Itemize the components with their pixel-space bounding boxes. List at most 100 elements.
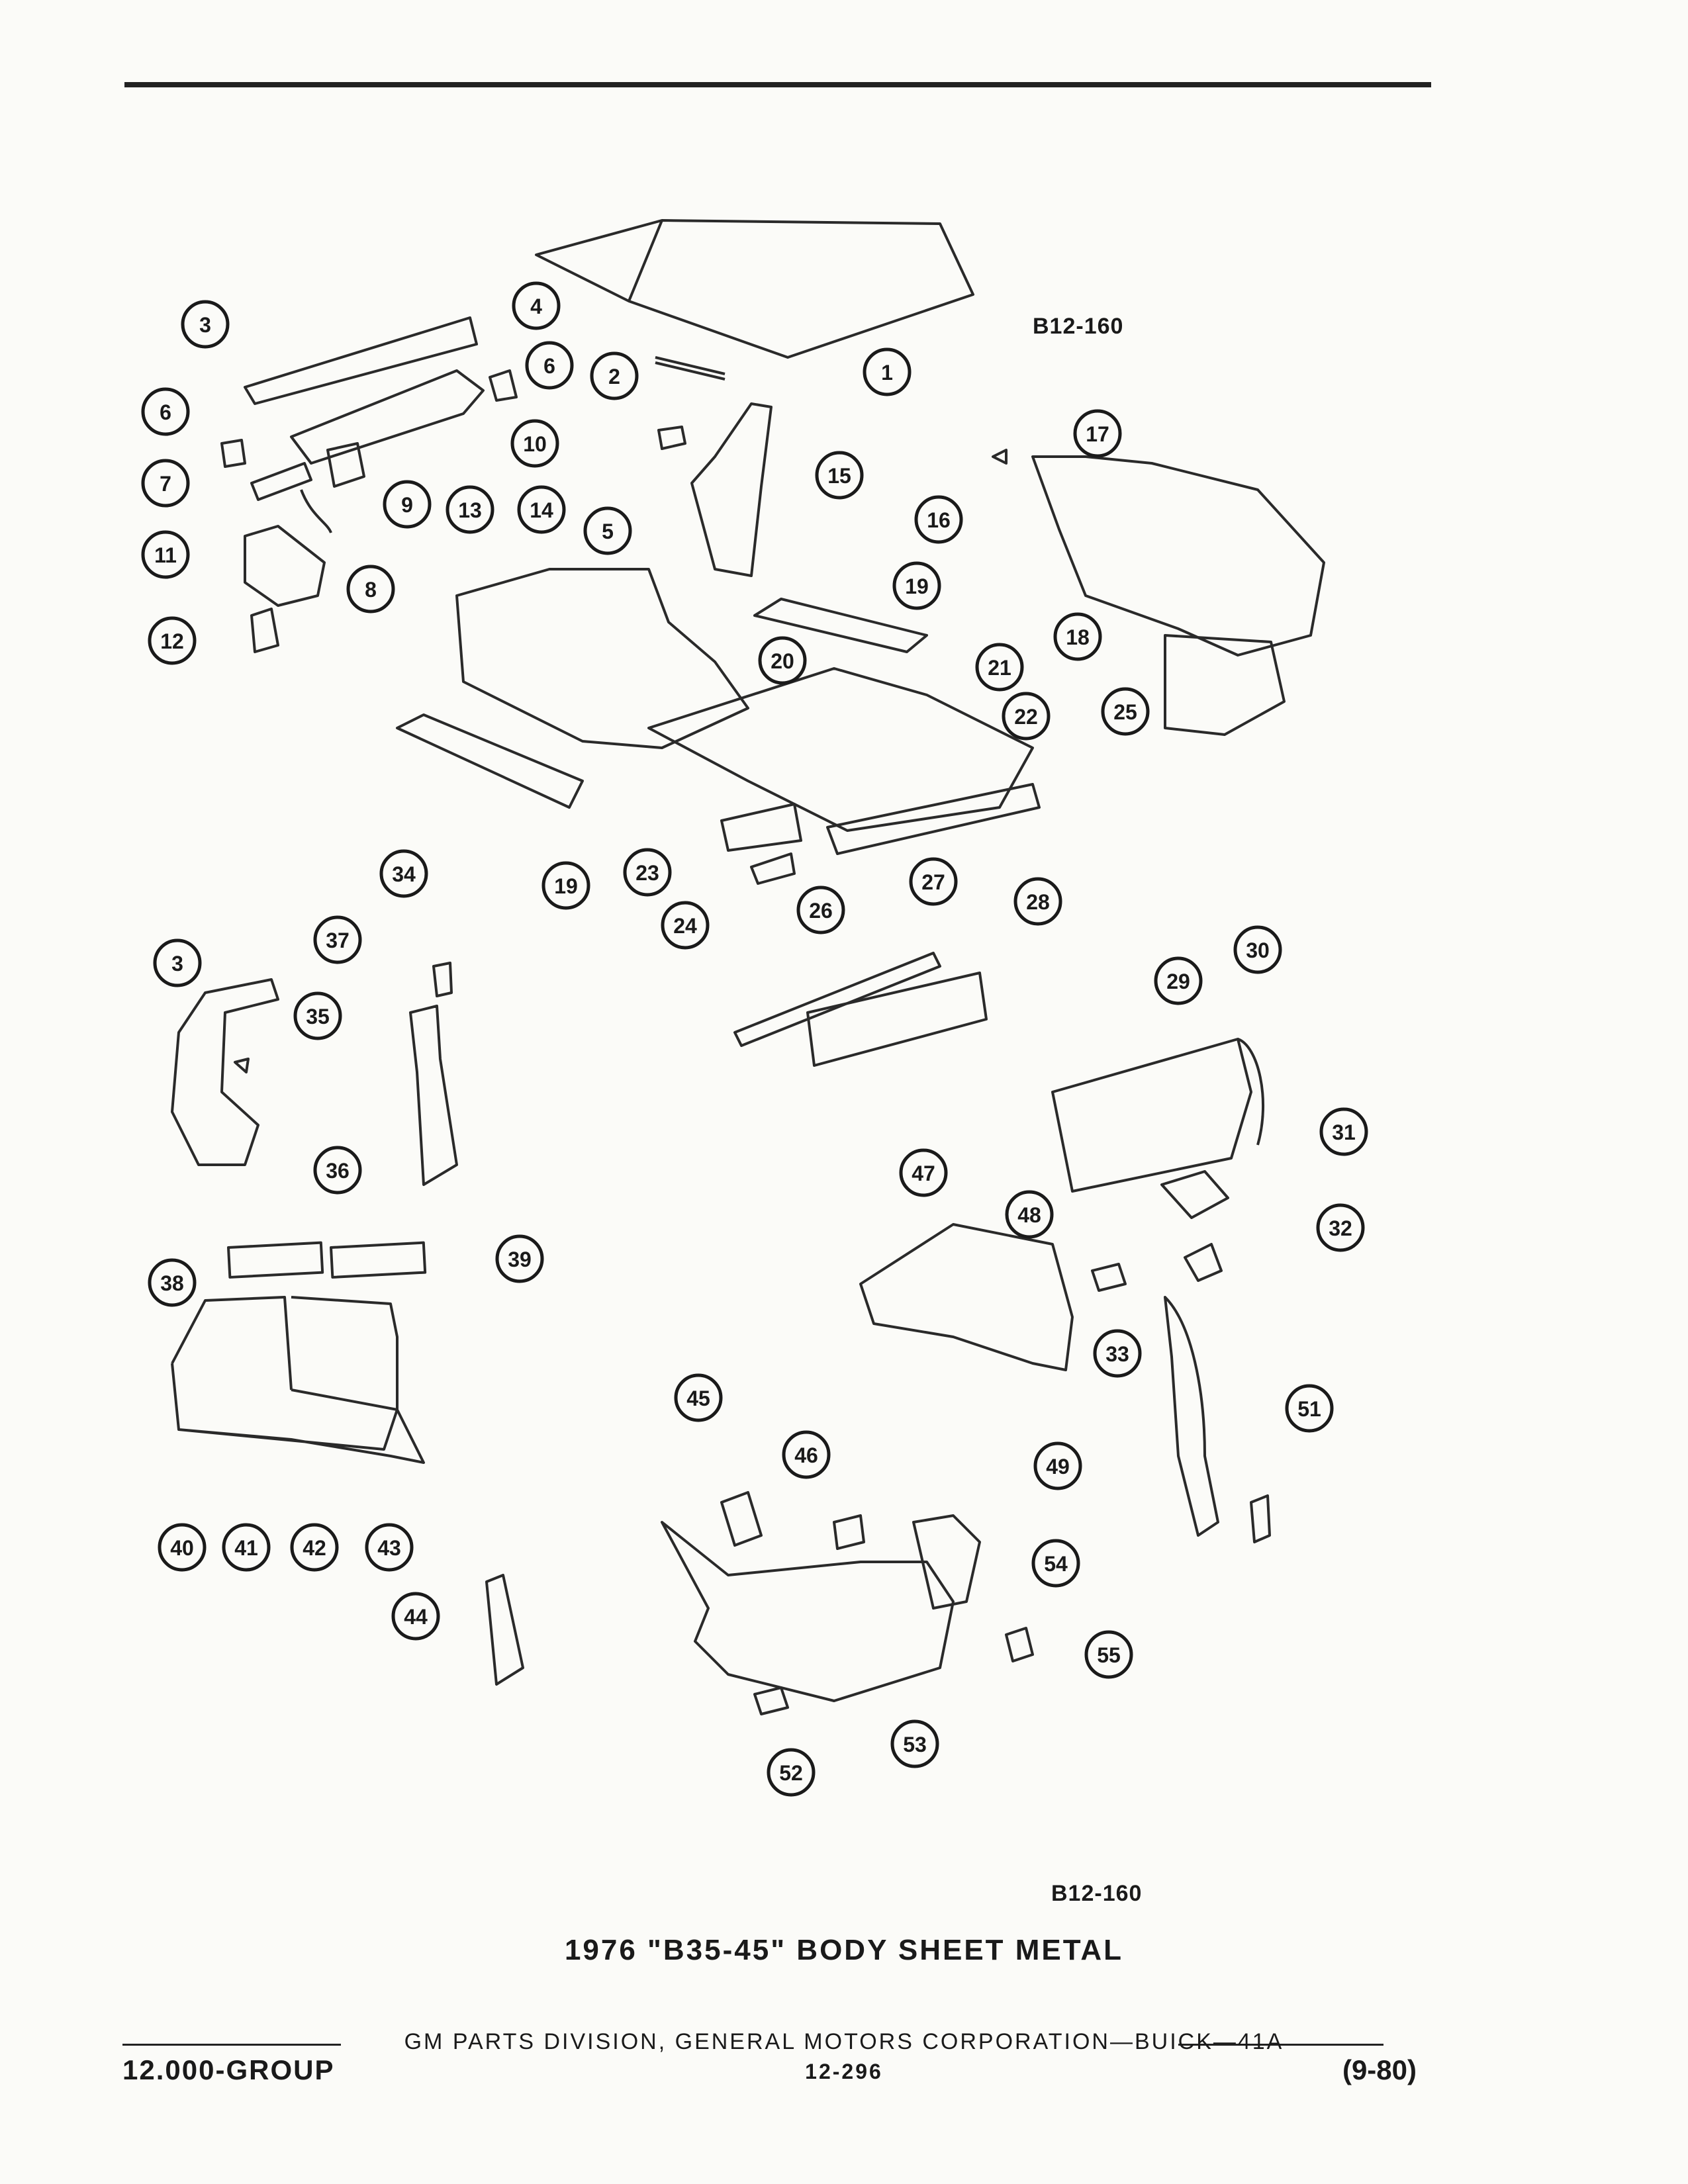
part-striker-bracket (1184, 1243, 1223, 1282)
part-bracket-floor (750, 852, 796, 885)
callout-circle (1033, 1441, 1082, 1490)
callout-circle (1013, 877, 1062, 926)
callout-circle (590, 351, 639, 400)
callout-4: 4 (512, 281, 561, 330)
callout-36: 36 (313, 1146, 362, 1195)
part-filler (1250, 1494, 1271, 1543)
callout-number: 29 (1166, 970, 1190, 993)
callout-circle (1316, 1203, 1365, 1252)
callout-34: 34 (379, 849, 428, 898)
callout-circle (346, 565, 395, 614)
callout-circle (782, 1430, 831, 1479)
callout-number: 11 (154, 543, 177, 567)
footer-group: 12.000-GROUP (122, 2054, 335, 2085)
callout-circle (1031, 1539, 1080, 1588)
callout-46: 46 (782, 1430, 831, 1479)
footer-page-number: 12-296 (805, 2060, 883, 2083)
callout-number: 41 (234, 1536, 258, 1560)
callout-number: 32 (1329, 1216, 1352, 1240)
callout-8: 8 (346, 565, 395, 614)
callout-number: 40 (170, 1536, 194, 1560)
callout-circle (313, 1146, 362, 1195)
callout-28: 28 (1013, 877, 1062, 926)
callout-circle (661, 901, 710, 950)
callout-circle (153, 938, 202, 987)
part-rocker-front (396, 713, 584, 809)
callout-15: 15 (815, 451, 864, 500)
part-door-outer (1051, 1038, 1252, 1193)
callout-43: 43 (365, 1523, 414, 1572)
callout-circle (517, 485, 566, 534)
callout-number: 28 (1026, 890, 1050, 914)
part-door-inner (1237, 1038, 1265, 1146)
callout-circle (975, 643, 1024, 692)
callout-circle (510, 419, 559, 468)
part-cowl-brace (250, 608, 279, 653)
callout-12: 12 (148, 616, 197, 665)
callout-39: 39 (495, 1234, 544, 1283)
callout-number: 45 (686, 1387, 710, 1410)
callout-19: 19 (541, 861, 590, 910)
callout-number: 37 (326, 929, 350, 952)
callout-6: 6 (525, 341, 574, 390)
callout-35: 35 (293, 991, 342, 1040)
callout-circle (1073, 409, 1122, 458)
callout-number: 20 (771, 649, 794, 673)
callout-23: 23 (623, 848, 672, 897)
callout-number: 55 (1097, 1643, 1121, 1667)
callout-number: 7 (160, 472, 171, 496)
callout-49: 49 (1033, 1441, 1082, 1490)
callout-circle (290, 1523, 339, 1572)
callout-38: 38 (148, 1258, 197, 1307)
callout-circle (1053, 612, 1102, 661)
callout-number: 54 (1044, 1552, 1068, 1576)
callout-circle (1233, 925, 1282, 974)
callout-circle (379, 849, 428, 898)
callout-number: 52 (779, 1761, 803, 1785)
callout-7: 7 (141, 459, 190, 508)
callout-42: 42 (290, 1523, 339, 1572)
callout-number: 39 (508, 1248, 532, 1271)
callout-number: 24 (673, 914, 697, 938)
callout-54: 54 (1031, 1539, 1080, 1588)
callout-number: 53 (903, 1733, 927, 1756)
callout-14: 14 (517, 485, 566, 534)
callout-number: 5 (602, 520, 614, 543)
callout-41: 41 (222, 1523, 271, 1572)
footer-division: GM PARTS DIVISION, GENERAL MOTORS CORPOR… (404, 2029, 1284, 2054)
part-fender-clip (833, 1514, 865, 1550)
callout-number: 30 (1246, 938, 1270, 962)
footer-rule-right (1178, 2044, 1383, 2046)
callout-circle (1101, 687, 1150, 736)
callout-circle (1002, 692, 1051, 741)
callout-53: 53 (890, 1719, 939, 1768)
callout-circle (293, 991, 342, 1040)
callout-number: 19 (554, 874, 578, 898)
callout-circle (391, 1592, 440, 1641)
page-title: 1976 "B35-45" BODY SHEET METAL (564, 1934, 1124, 1966)
part-fender-skirt (912, 1514, 981, 1610)
callout-circle (815, 451, 864, 500)
part-crossmember (720, 803, 802, 852)
callout-circle (758, 636, 807, 685)
callout-number: 21 (988, 656, 1011, 680)
callout-10: 10 (510, 419, 559, 468)
diagram-ref-bottom: B12-160 (1051, 1881, 1143, 1906)
callout-33: 33 (1093, 1329, 1142, 1378)
callout-number: 2 (608, 365, 620, 388)
callout-number: 26 (809, 899, 833, 923)
callout-number: 44 (404, 1605, 428, 1629)
callout-22: 22 (1002, 692, 1051, 741)
part-roof-bow (655, 356, 726, 381)
part-hinge (326, 442, 365, 488)
callout-number: 38 (160, 1271, 184, 1295)
callout-48: 48 (1005, 1190, 1054, 1239)
callout-number: 14 (530, 498, 553, 522)
callout-31: 31 (1319, 1107, 1368, 1156)
callout-45: 45 (674, 1373, 723, 1422)
part-fender-bracket (720, 1491, 763, 1547)
callout-47: 47 (899, 1148, 948, 1197)
callout-circle (1093, 1329, 1142, 1378)
callout-circle (1319, 1107, 1368, 1156)
